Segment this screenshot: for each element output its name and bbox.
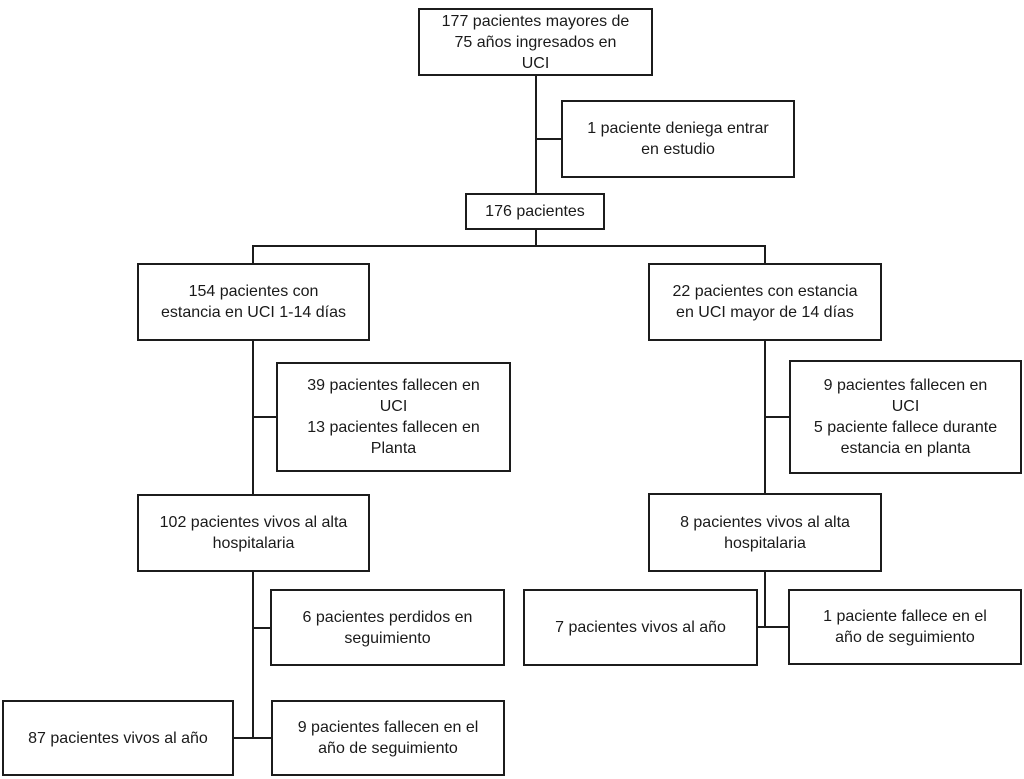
- node-alive-year-long: 7 pacientes vivos al año: [523, 589, 758, 666]
- connector-left-column-2: [252, 572, 254, 739]
- connector-split-horizontal: [252, 245, 766, 247]
- connector-branch-lost: [252, 627, 270, 629]
- node-lost-followup-short: 6 pacientes perdidos en seguimiento: [270, 589, 505, 666]
- node-alive-discharge-long: 8 pacientes vivos al alta hospitalaria: [648, 493, 882, 572]
- connector-branch-declined: [535, 138, 561, 140]
- node-admitted: 177 pacientes mayores de 75 años ingresa…: [418, 8, 653, 76]
- connector-admitted-included: [535, 76, 537, 194]
- node-declined: 1 paciente deniega entrar en estudio: [561, 100, 795, 178]
- connector-right-column-2: [764, 572, 766, 628]
- node-stay-short: 154 pacientes con estancia en UCI 1-14 d…: [137, 263, 370, 341]
- node-deaths-followup-short: 9 pacientes fallecen en el año de seguim…: [271, 700, 505, 776]
- connector-bottom-right: [758, 626, 788, 628]
- node-deaths-long: 9 pacientes fallecen en UCI 5 paciente f…: [789, 360, 1022, 474]
- connector-included-split: [535, 230, 537, 247]
- node-deaths-short: 39 pacientes fallecen en UCI 13 paciente…: [276, 362, 511, 472]
- connector-bottom-left: [234, 737, 271, 739]
- connector-branch-deaths-right: [764, 416, 789, 418]
- node-death-followup-long: 1 paciente fallece en el año de seguimie…: [788, 589, 1022, 665]
- node-included: 176 pacientes: [465, 193, 605, 230]
- node-stay-long: 22 pacientes con estancia en UCI mayor d…: [648, 263, 882, 341]
- connector-split-right-drop: [764, 245, 766, 263]
- node-alive-discharge-short: 102 pacientes vivos al alta hospitalaria: [137, 494, 370, 572]
- connector-split-left-drop: [252, 245, 254, 263]
- node-alive-year-short: 87 pacientes vivos al año: [2, 700, 234, 776]
- connector-branch-deaths-left: [252, 416, 276, 418]
